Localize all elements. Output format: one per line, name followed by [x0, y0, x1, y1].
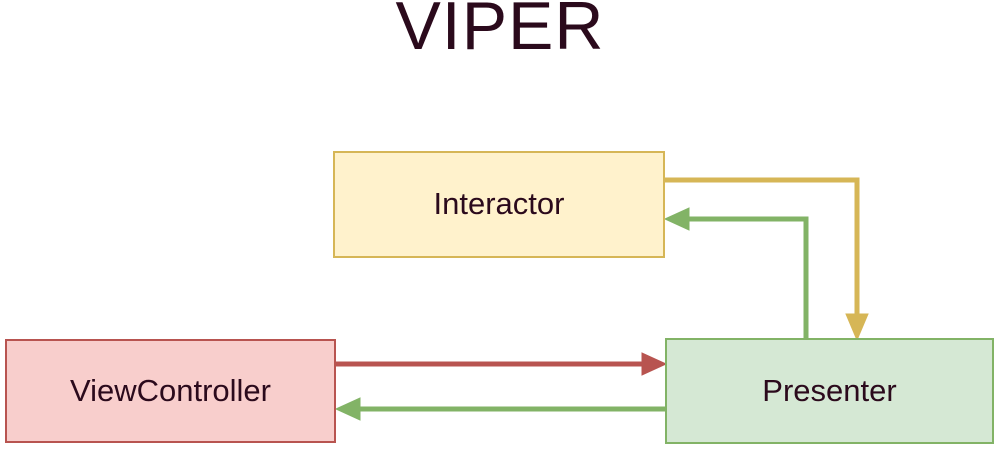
arrowhead-down-icon [845, 313, 869, 342]
node-interactor-label: Interactor [433, 186, 565, 222]
edge-interactor-to-presenter [665, 177, 869, 342]
page-title: VIPER [395, 0, 605, 64]
node-presenter[interactable]: Presenter [665, 338, 994, 444]
edge-presenter-to-viewcontroller [334, 397, 665, 421]
node-viewcontroller-label: ViewController [69, 372, 271, 408]
edge-interactor-to-presenter-line [665, 177, 860, 325]
arrowhead-left-icon [663, 207, 690, 231]
arrowhead-right-icon [641, 352, 668, 376]
edge-viewcontroller-to-presenter [336, 352, 668, 376]
edge-presenter-to-interactor-line [682, 216, 809, 340]
node-presenter-label: Presenter [762, 372, 897, 408]
arrowhead-left-icon [334, 397, 361, 421]
node-viewcontroller[interactable]: ViewController [5, 339, 336, 443]
edge-presenter-to-interactor [663, 207, 809, 340]
node-interactor[interactable]: Interactor [333, 151, 665, 258]
